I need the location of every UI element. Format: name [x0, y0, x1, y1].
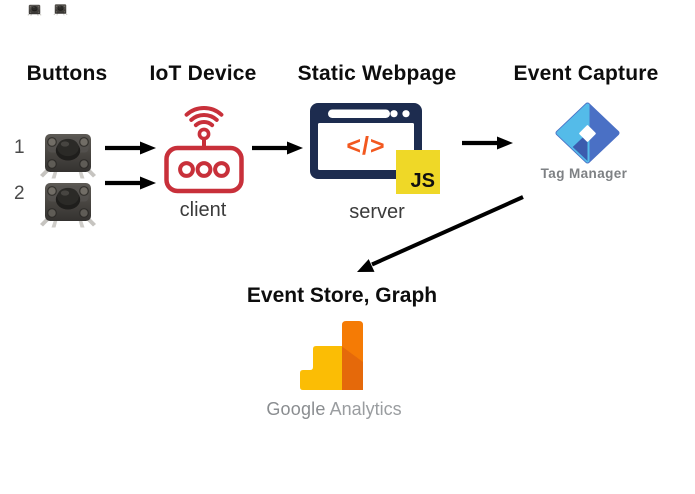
arrow-button2-to-iot-icon: [104, 176, 156, 190]
button-1-label: 1: [14, 137, 25, 158]
header-event-store: Event Store, Graph: [246, 284, 438, 307]
arrow-webpage-to-gtm-icon: [461, 136, 513, 150]
header-event-capture: Event Capture: [513, 62, 659, 85]
analytics-logo-icon: [300, 321, 363, 390]
header-iot-device: IoT Device: [149, 62, 257, 85]
arrow-iot-to-webpage-icon: [251, 141, 303, 155]
code-icon: </>: [346, 132, 386, 160]
gtm-caption: Tag Manager: [540, 166, 628, 181]
address-bar: [328, 109, 390, 118]
header-static-webpage: Static Webpage: [297, 62, 457, 85]
iot-router-body: [164, 127, 244, 194]
push-button-1-icon: [37, 123, 99, 179]
analytics-product-label: Analytics: [329, 399, 402, 419]
push-button-2-icon: [37, 172, 99, 228]
button-2-label: 2: [14, 183, 25, 204]
webpage-caption: server: [349, 201, 405, 223]
iot-caption: client: [179, 199, 227, 221]
google-analytics-wordmark: Google Analytics: [234, 399, 434, 420]
mini-push-button-icon: [27, 2, 42, 16]
arrow-button1-to-iot-icon: [104, 141, 156, 155]
iot-device-icon: [164, 106, 244, 194]
js-badge-label: JS: [410, 170, 435, 192]
tag-manager-icon: [555, 102, 620, 164]
google-brand-label: Google: [266, 399, 326, 419]
gtm-center-diamond: [579, 125, 596, 142]
mini-push-button-icon: [53, 1, 68, 16]
wifi-icon: [184, 106, 224, 128]
arrow-gtm-to-analytics-icon: [357, 195, 524, 272]
header-buttons: Buttons: [26, 62, 108, 85]
browser-window-icon: [310, 103, 422, 179]
js-badge: JS: [396, 150, 440, 194]
